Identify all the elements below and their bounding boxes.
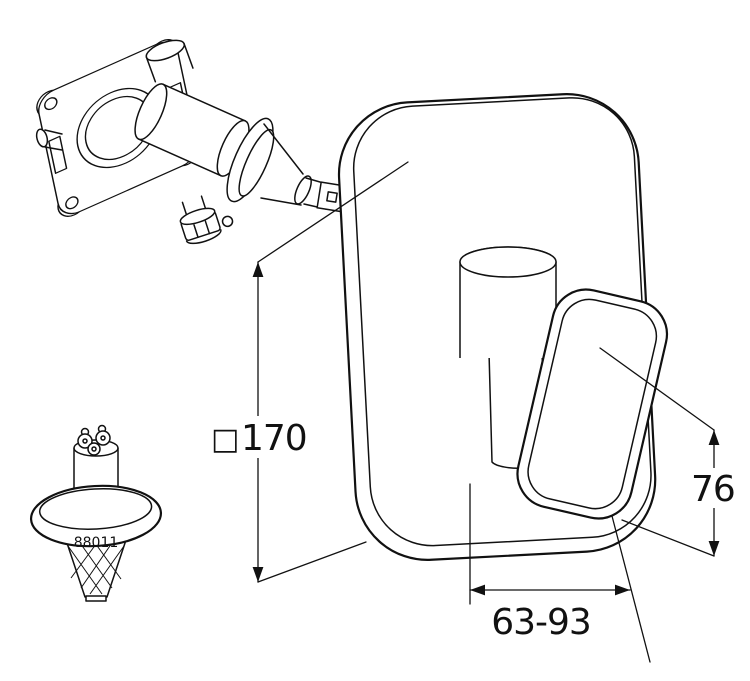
dimension-63-93: 63-93 — [469, 483, 651, 663]
lever-handle — [516, 288, 669, 520]
trim-set — [337, 93, 669, 561]
dimension-76: 76 — [599, 347, 738, 557]
plate-dimension-label: 170 — [241, 418, 307, 459]
escutcheon-sleeve — [459, 246, 557, 358]
strainer-foot — [85, 595, 107, 602]
dimension-170: □ 170 — [206, 161, 409, 583]
handle-dimension-label: 76 — [691, 469, 735, 510]
top-port — [145, 39, 194, 83]
inlet-stub — [35, 128, 63, 151]
depth-range-label: 63-93 — [491, 602, 591, 643]
bottom-port — [179, 195, 234, 245]
part-number-label: 88011 — [74, 535, 119, 551]
flange — [29, 484, 163, 548]
label-backdrop — [206, 416, 318, 458]
concealed-part: 88011 — [29, 424, 163, 602]
rough-in-valve-assembly — [35, 39, 348, 245]
cartridge-ring — [226, 117, 275, 203]
label-backdrop — [688, 468, 738, 508]
square-symbol: □ — [211, 422, 239, 457]
cartridge-top — [73, 424, 119, 497]
valve-body-cylinder — [134, 83, 250, 177]
